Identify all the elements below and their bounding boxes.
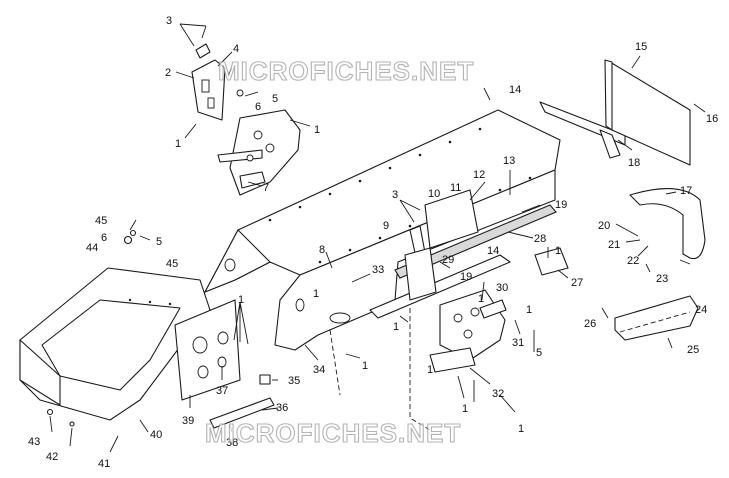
callout: 1 <box>518 423 524 435</box>
callout: 5 <box>156 236 162 248</box>
callout: 1 <box>175 138 181 150</box>
callout: 11 <box>450 182 461 194</box>
callout: 38 <box>226 437 238 449</box>
callout: 29 <box>442 254 454 266</box>
callout: 45 <box>95 215 107 227</box>
callout: 41 <box>98 458 110 470</box>
callout: 43 <box>28 436 40 448</box>
callout: 21 <box>608 239 620 251</box>
callout: 45 <box>166 258 178 270</box>
callout: 2 <box>165 67 171 79</box>
callout: 1 <box>313 288 319 300</box>
callout: 35 <box>288 375 300 387</box>
running-board-step <box>534 247 569 276</box>
callout: 30 <box>496 282 508 294</box>
callout: 26 <box>584 318 596 330</box>
watermark-bottom: MICROFICHES.NET <box>205 418 461 448</box>
callout: 5 <box>272 93 278 105</box>
callout: 40 <box>150 429 162 441</box>
callout: 1 <box>362 360 368 372</box>
callout: 18 <box>628 157 640 169</box>
callout: 3 <box>166 15 172 27</box>
callout: 36 <box>276 402 288 414</box>
callout: 8 <box>319 244 325 256</box>
callout: 7 <box>263 182 269 194</box>
callout: 12 <box>473 169 485 181</box>
leader-lines <box>49 23 706 453</box>
callout: 31 <box>512 337 524 349</box>
callout: 1 <box>478 293 484 305</box>
steering-mount-lower <box>217 109 301 196</box>
steering-column <box>404 189 479 301</box>
callout: 9 <box>383 220 389 232</box>
callout: 1 <box>427 364 433 376</box>
callout: 5 <box>536 347 542 359</box>
rear-grab-bar <box>629 188 706 265</box>
callout: 6 <box>101 232 107 244</box>
tunnel-clip <box>479 299 507 319</box>
steering-bracket-upper <box>191 43 244 121</box>
callout: 24 <box>695 304 707 316</box>
callout: 19 <box>555 199 567 211</box>
callout: 34 <box>313 364 325 376</box>
snow-flap <box>604 59 691 166</box>
callout: 28 <box>534 233 546 245</box>
callout: 1 <box>555 245 561 257</box>
front-belly-pan <box>19 267 211 421</box>
watermark-top: MICROFICHES.NET <box>218 56 474 86</box>
callout: 33 <box>372 264 384 276</box>
callout-labels: 3 4 2 5 6 1 1 7 15 14 16 18 17 13 12 10 … <box>28 15 718 470</box>
callout: 20 <box>598 220 610 232</box>
callout: 23 <box>656 273 668 285</box>
callout: 25 <box>687 344 699 356</box>
running-board <box>209 397 275 429</box>
tunnel-assembly <box>204 109 561 431</box>
callout: 1 <box>314 124 320 136</box>
front-bulkhead-plate <box>174 299 241 401</box>
callout: 42 <box>46 451 58 463</box>
callout: 14 <box>509 84 521 96</box>
callout: 39 <box>182 415 194 427</box>
footrest-assembly <box>429 289 506 373</box>
callout: 3 <box>392 189 398 201</box>
callout: 1 <box>462 403 468 415</box>
callout: 1 <box>393 321 399 333</box>
callout: 6 <box>255 101 261 113</box>
callout: 37 <box>216 385 228 397</box>
callout: 15 <box>635 41 647 53</box>
callout: 1 <box>526 304 532 316</box>
callout: 13 <box>503 155 515 167</box>
callout: 14 <box>487 245 499 257</box>
callout: 19 <box>460 271 472 283</box>
callout: 27 <box>571 277 583 289</box>
callout: 4 <box>233 43 239 55</box>
callout: 10 <box>428 188 440 200</box>
callout: 17 <box>680 185 692 197</box>
callout: 44 <box>86 242 98 254</box>
hardware-small <box>46 229 271 427</box>
taillight-housing <box>614 295 699 341</box>
callout: 1 <box>238 294 244 306</box>
callout: 22 <box>627 255 639 267</box>
callout: 32 <box>492 388 504 400</box>
callout: 16 <box>706 113 718 125</box>
